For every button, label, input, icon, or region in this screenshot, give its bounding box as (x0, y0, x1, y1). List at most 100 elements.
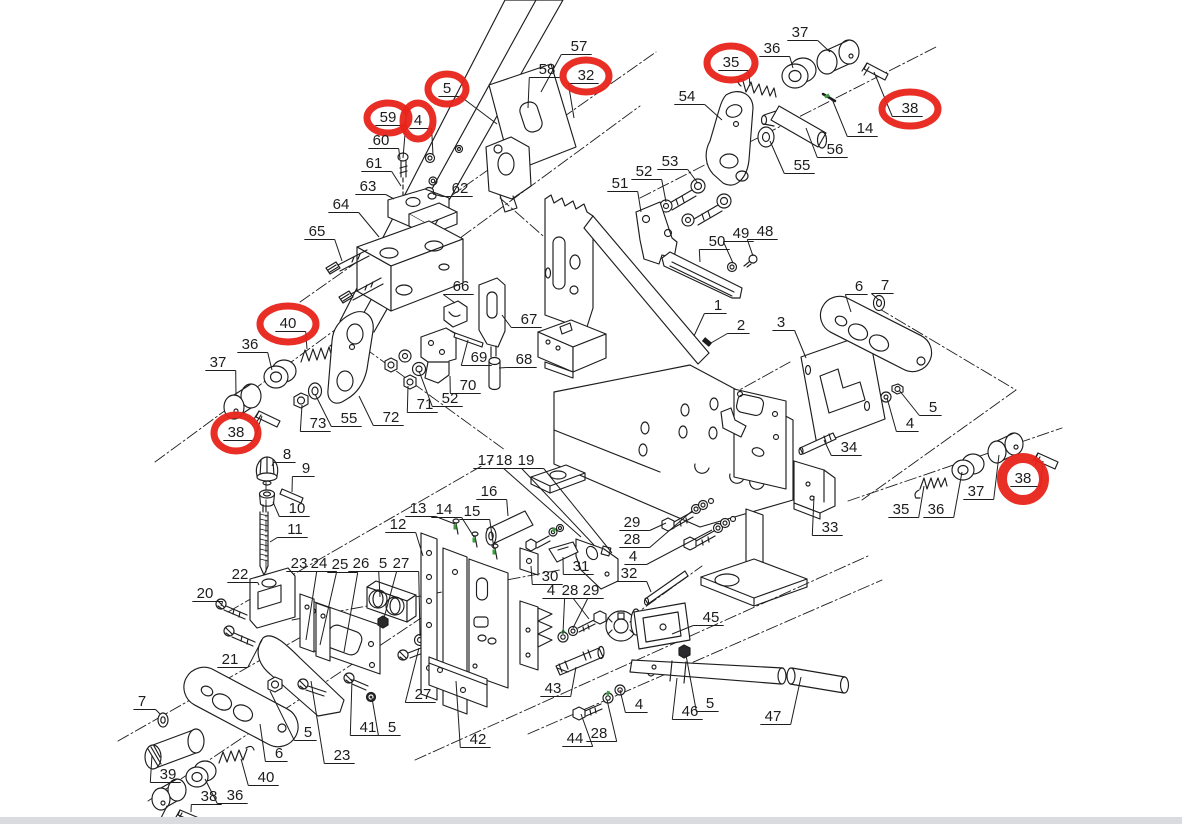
part-number: 36 (928, 501, 945, 518)
callout-36: 36 (237, 336, 273, 371)
callout-3: 3 (772, 314, 807, 359)
part-number: 41 (360, 719, 377, 736)
callout-47: 47 (760, 676, 802, 726)
part-number: 32 (578, 67, 595, 84)
threaded-rod-11 (259, 504, 269, 576)
bolts-53 (667, 178, 732, 226)
leader-line (204, 778, 218, 804)
leader-line (722, 241, 734, 264)
part-number: 23 (334, 747, 351, 764)
callout-50: 50 (698, 233, 730, 263)
part-number: 6 (855, 278, 863, 295)
part-number: 38 (902, 100, 919, 117)
callout-55: 55 (314, 393, 362, 428)
callout-68: 68 (498, 351, 537, 369)
leader-line (898, 389, 920, 416)
leader-line (432, 193, 443, 197)
leader-line (671, 625, 694, 635)
part-number: 67 (521, 311, 538, 328)
callout-10: 10 (272, 500, 310, 518)
callout-21: 21 (217, 639, 263, 669)
part-number: 27 (393, 555, 410, 572)
part-number: 68 (516, 351, 533, 368)
leader-line (811, 495, 815, 536)
leader-line (769, 140, 785, 174)
knob-8 (255, 456, 279, 486)
callout-29: 29 (619, 514, 667, 532)
rack-strip (519, 600, 553, 671)
leader-line (918, 485, 925, 518)
bracket-right-of-16 (575, 538, 619, 590)
part-number: 36 (242, 336, 259, 353)
bar-50 (661, 251, 743, 299)
callout-73: 73 (299, 404, 331, 433)
washers-4-28-29 (557, 610, 607, 643)
leader-line (953, 471, 963, 518)
part-number: 29 (624, 514, 641, 531)
red-highlight-circle (424, 70, 470, 108)
leader-line (501, 314, 512, 328)
callout-9: 9 (291, 460, 315, 493)
bushing-36-bottom-right (951, 453, 985, 481)
leader-line (649, 522, 667, 531)
leader-line (247, 639, 263, 668)
cylinder-39 (144, 728, 205, 770)
leader-line (687, 169, 698, 183)
pin-14-top (821, 92, 837, 103)
callout-56: 56 (805, 127, 848, 159)
part-number: 8 (283, 446, 291, 463)
footer-bar (0, 817, 1182, 824)
callout-25: 25 (327, 556, 359, 653)
leader-line (506, 499, 509, 517)
red-highlight-circle (997, 453, 1049, 505)
part-number: 37 (792, 24, 809, 41)
leader-line (257, 582, 260, 586)
leader-line (698, 249, 701, 263)
leader-line (606, 699, 618, 742)
bolts-20 (215, 598, 256, 647)
callout-5: 5 (685, 654, 719, 713)
leader-line (871, 293, 880, 301)
part-number: 60 (373, 132, 390, 149)
callout-40: 40 (256, 302, 320, 350)
clamp-22 (249, 567, 296, 629)
callout-65: 65 (304, 223, 343, 262)
leader-line (543, 468, 613, 554)
part-number: 57 (571, 38, 588, 55)
callout-8: 8 (271, 446, 296, 467)
plate-51 (635, 201, 678, 265)
part-number: 15 (464, 503, 481, 520)
callout-13: 13 (405, 500, 456, 525)
part-number: 37 (968, 483, 985, 500)
part-number: 5 (929, 399, 937, 416)
part-number: 69 (471, 349, 488, 366)
callout-5: 5 (898, 389, 942, 417)
leader-line (155, 709, 161, 715)
part-number: 28 (562, 582, 579, 599)
callout-14: 14 (431, 501, 475, 538)
callout-43: 43 (540, 666, 577, 698)
leader-line (489, 519, 495, 550)
screw-48 (743, 254, 758, 268)
callout-62: 62 (432, 180, 473, 198)
washer-49 (726, 261, 738, 273)
part-number: 7 (138, 693, 146, 710)
callout-5: 5 (269, 690, 317, 742)
part-number: 3 (777, 314, 785, 331)
leader-line (371, 697, 379, 736)
part-number: 9 (302, 460, 310, 477)
callout-35: 35 (888, 485, 925, 519)
part-number: 31 (573, 558, 590, 575)
red-highlight-circle (703, 42, 759, 84)
leader-line (671, 677, 678, 720)
plate-30 (519, 547, 539, 576)
clevis-67 (478, 277, 506, 358)
callout-28: 28 (557, 582, 589, 629)
part-number: 38 (201, 788, 218, 805)
callout-49: 49 (722, 225, 754, 264)
callout-61: 61 (361, 155, 402, 187)
part-number: 24 (311, 555, 328, 572)
part-number: 16 (481, 483, 498, 500)
leader-line (789, 56, 794, 69)
